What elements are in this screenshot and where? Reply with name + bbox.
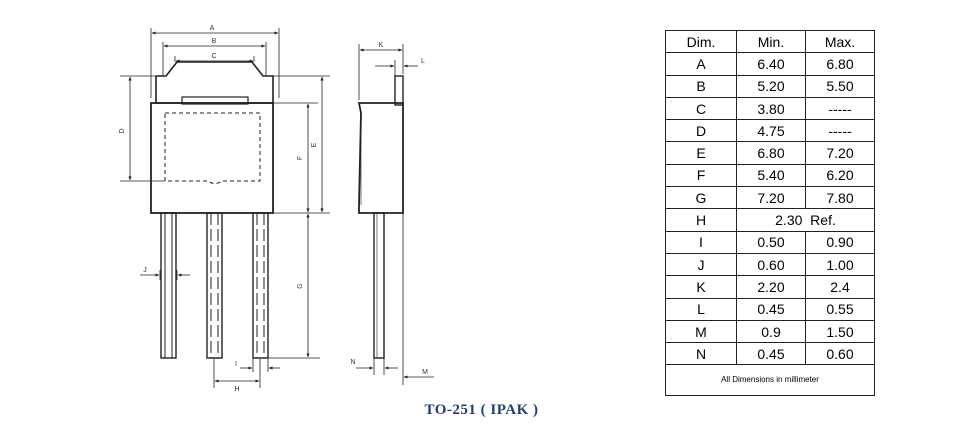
cell-max: 2.4 bbox=[805, 275, 875, 299]
cell-min: 0.45 bbox=[736, 297, 806, 321]
cell-dim: N bbox=[665, 342, 737, 366]
dim-label-e: E bbox=[311, 142, 318, 147]
dim-label-m: M bbox=[422, 369, 428, 376]
package-outline-drawing: A B C D E F G H I J K L bbox=[119, 25, 434, 393]
cell-dim: J bbox=[665, 252, 737, 277]
dim-label-f: F bbox=[297, 156, 304, 160]
package-body bbox=[150, 102, 274, 214]
cell-max: ----- bbox=[805, 96, 875, 121]
cell-max: 7.80 bbox=[805, 186, 875, 210]
cell-dim: B bbox=[665, 74, 737, 98]
lead-center bbox=[206, 212, 223, 359]
dim-label-d: D bbox=[119, 128, 126, 133]
die-outline bbox=[164, 112, 261, 184]
header-min: Min. bbox=[736, 29, 806, 54]
side-body bbox=[357, 102, 404, 214]
cell-dim: I bbox=[665, 230, 737, 254]
lead-right bbox=[252, 212, 269, 359]
cell-dim: L bbox=[665, 297, 737, 321]
cell-dim: G bbox=[665, 186, 737, 210]
dim-label-n: N bbox=[350, 359, 355, 366]
cell-min: 5.40 bbox=[736, 163, 806, 188]
side-lead bbox=[373, 212, 385, 359]
cell-max: 0.60 bbox=[805, 342, 875, 366]
table-footer-row: All Dimensions in millimeter bbox=[665, 364, 875, 397]
dim-label-j: J bbox=[143, 267, 147, 274]
cell-min: 6.80 bbox=[736, 141, 806, 165]
dim-label-c: C bbox=[211, 53, 216, 60]
cell-min: 0.60 bbox=[736, 252, 806, 277]
dim-label-h: H bbox=[234, 386, 239, 393]
cell-dim: C bbox=[665, 96, 737, 121]
package-caption: TO-251 ( IPAK ) bbox=[424, 402, 539, 418]
side-view bbox=[357, 75, 404, 359]
dim-label-g: G bbox=[297, 283, 304, 288]
cell-dim: K bbox=[665, 275, 737, 299]
cell-min: 0.50 bbox=[736, 230, 806, 254]
cell-min: 5.20 bbox=[736, 74, 806, 98]
cell-max: 1.00 bbox=[805, 252, 875, 277]
dim-label-l: L bbox=[421, 58, 425, 65]
cell-dim: A bbox=[665, 52, 737, 76]
front-view bbox=[150, 61, 274, 359]
side-dimension-labels: K L N M bbox=[350, 42, 428, 376]
cell-min: 4.75 bbox=[736, 119, 806, 143]
cell-min: 0.9 bbox=[736, 319, 806, 344]
cell-max: 0.55 bbox=[805, 297, 875, 321]
side-tab bbox=[394, 75, 404, 106]
cell-max: 7.20 bbox=[805, 141, 875, 165]
cell-dim: D bbox=[665, 119, 737, 143]
dim-label-i: I bbox=[235, 361, 237, 368]
cell-max: 1.50 bbox=[805, 319, 875, 344]
cell-min: 2.20 bbox=[736, 275, 806, 299]
cell-min: 7.20 bbox=[736, 186, 806, 210]
cell-ref: 2.30 Ref. bbox=[736, 208, 875, 232]
cell-dim: F bbox=[665, 163, 737, 188]
cell-dim: M bbox=[665, 319, 737, 344]
side-dimensions bbox=[356, 44, 434, 385]
table-footer: All Dimensions in millimeter bbox=[665, 364, 875, 397]
cell-dim: E bbox=[665, 141, 737, 165]
table-header-row: Dim. Min. Max. bbox=[665, 29, 875, 54]
dim-label-b: B bbox=[212, 38, 217, 45]
cell-max: 6.20 bbox=[805, 163, 875, 188]
cell-dim: H bbox=[665, 208, 737, 232]
front-dimensions bbox=[120, 28, 330, 388]
cell-min: 3.80 bbox=[736, 96, 806, 121]
lead-left bbox=[160, 212, 177, 359]
header-max: Max. bbox=[805, 29, 875, 54]
cell-max: ----- bbox=[805, 119, 875, 143]
cell-max: 0.90 bbox=[805, 230, 875, 254]
dim-label-a: A bbox=[210, 25, 215, 32]
dim-label-k: K bbox=[379, 42, 384, 49]
cell-max: 6.80 bbox=[805, 52, 875, 76]
cell-min: 0.45 bbox=[736, 342, 806, 366]
front-dimension-labels: A B C D E F G H I J bbox=[119, 25, 318, 393]
cell-min: 6.40 bbox=[736, 52, 806, 76]
cell-max: 5.50 bbox=[805, 74, 875, 98]
header-dim: Dim. bbox=[665, 29, 737, 54]
